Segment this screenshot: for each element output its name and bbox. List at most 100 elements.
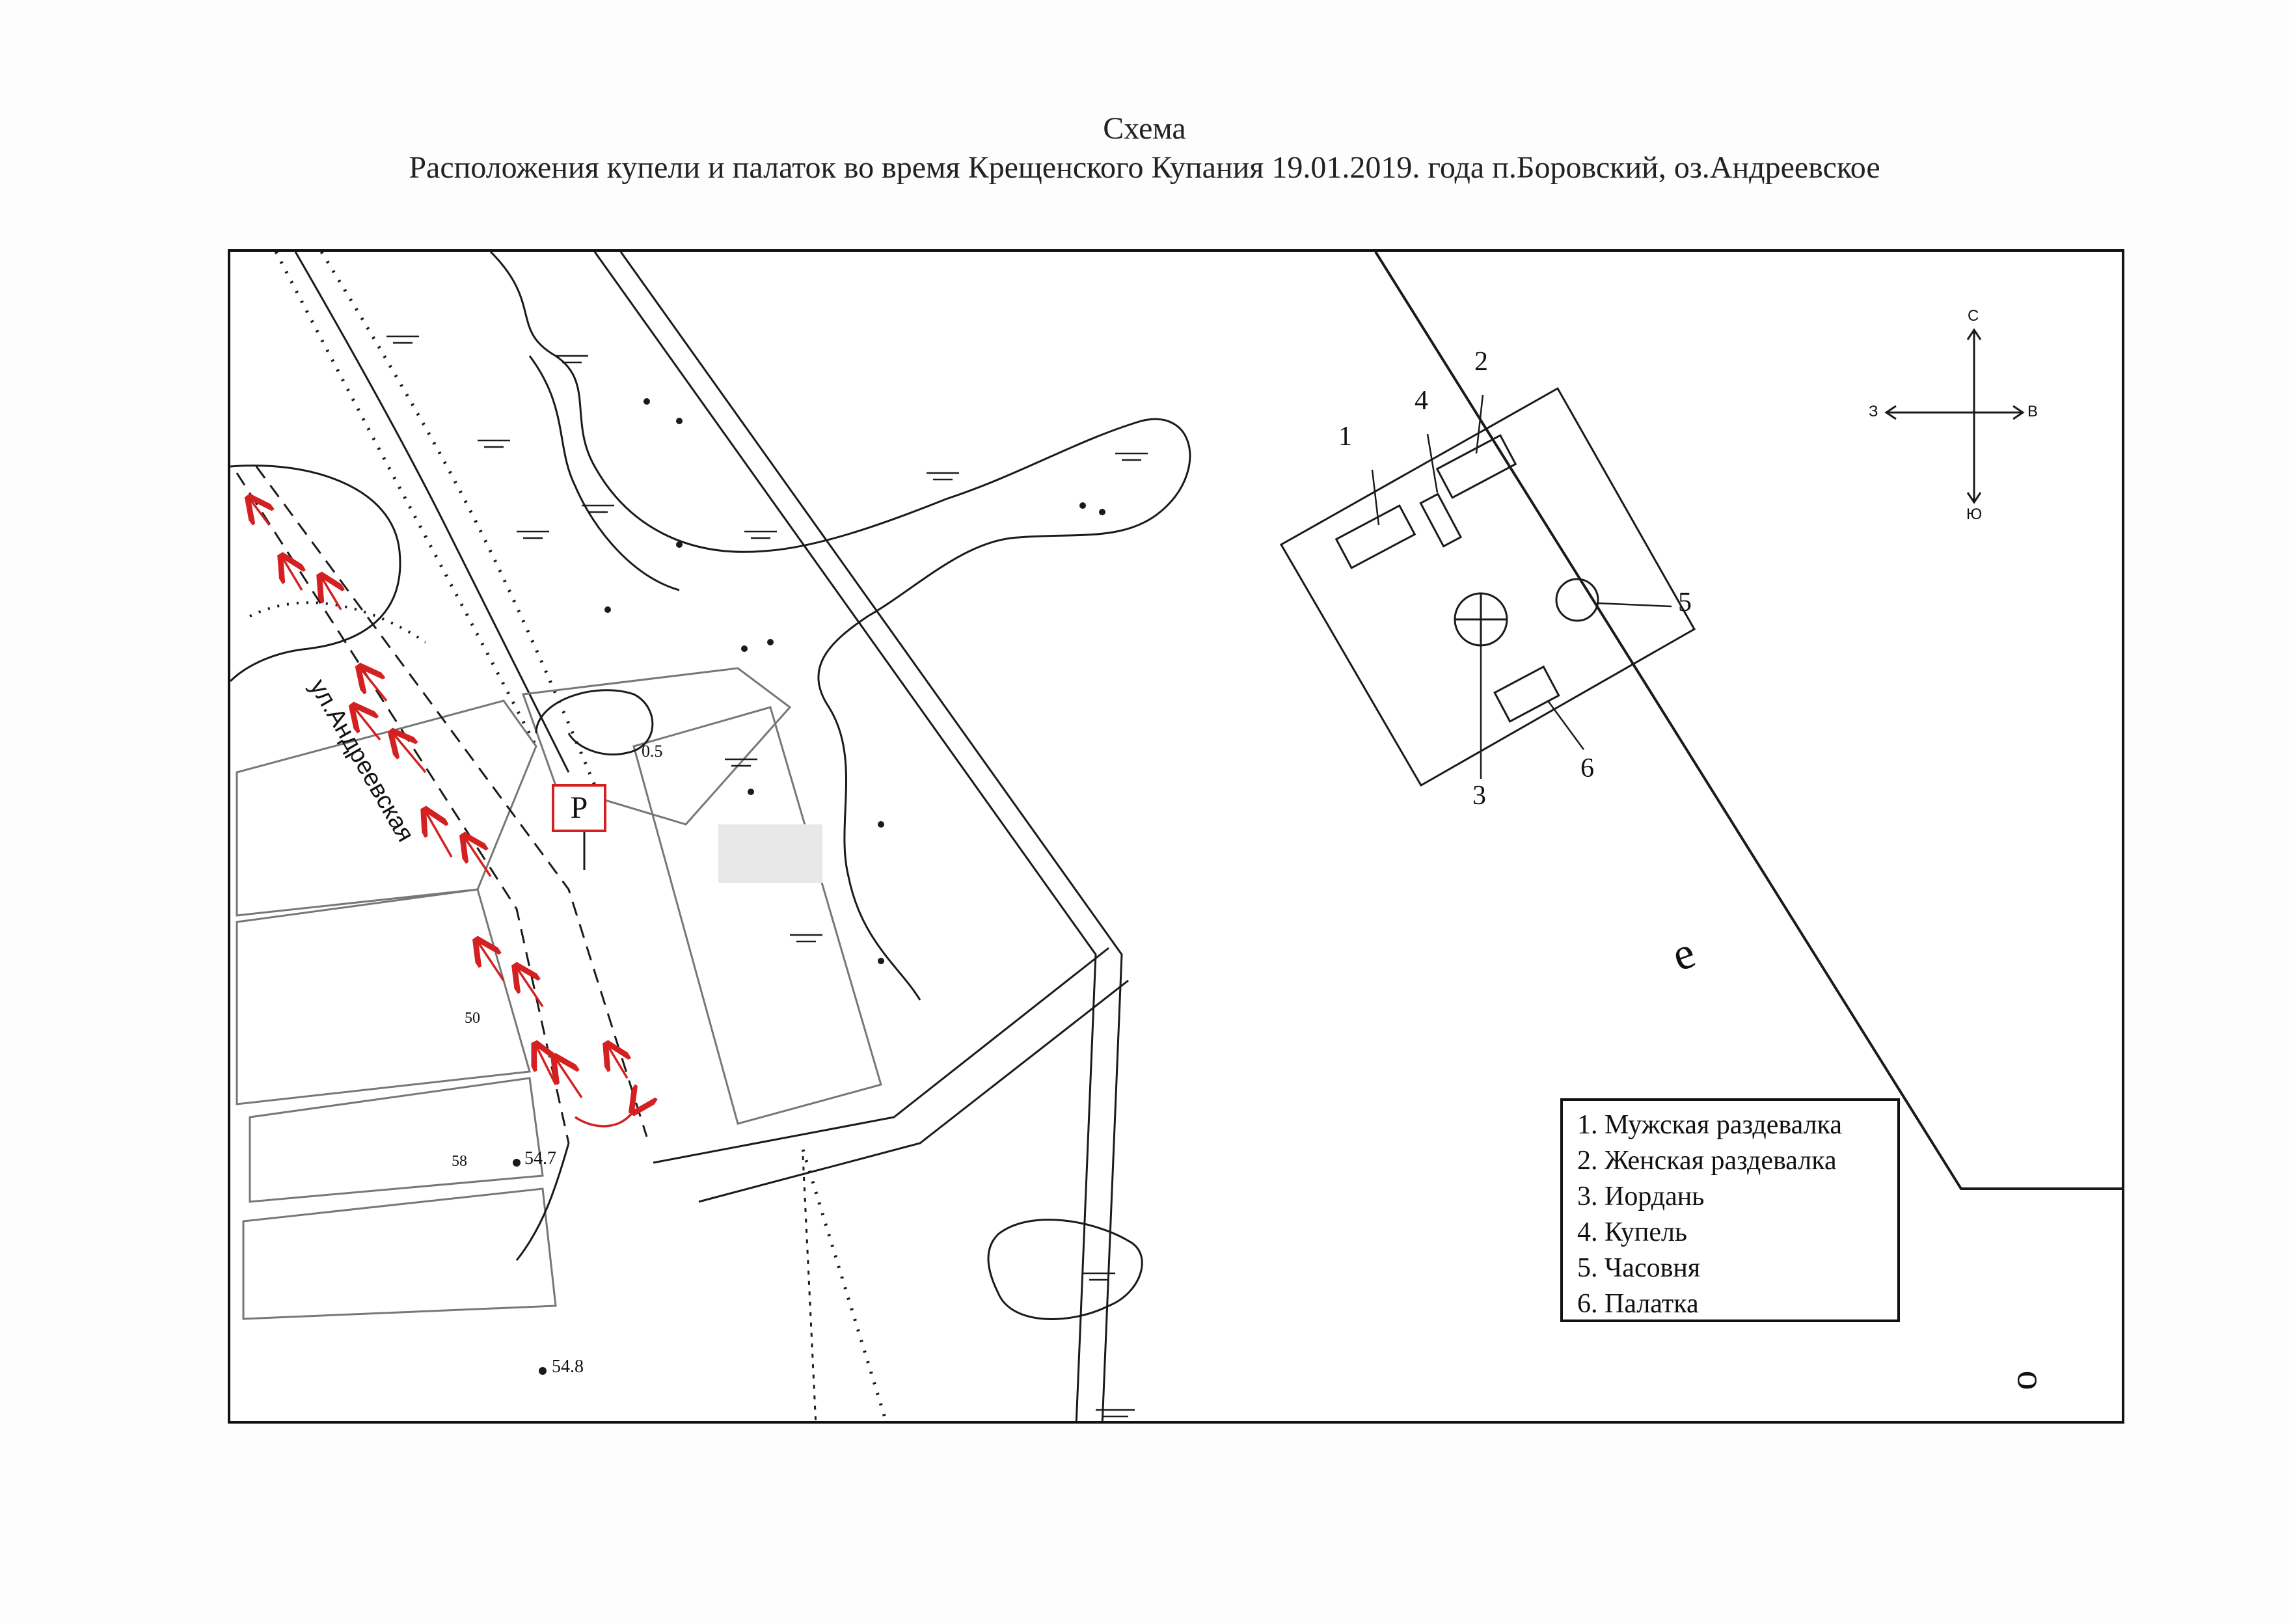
plot-middle bbox=[236, 888, 531, 1105]
vegetation-dot bbox=[604, 606, 611, 613]
swamp-symbol bbox=[556, 355, 588, 364]
height-mark-dot bbox=[539, 1367, 547, 1375]
site-number-5: 5 bbox=[1678, 588, 1692, 617]
plot-upper bbox=[236, 699, 537, 917]
parking-sign: Р bbox=[552, 784, 606, 832]
vegetation-dot bbox=[676, 541, 683, 548]
route-arrow bbox=[478, 941, 505, 981]
lower-road-top bbox=[653, 947, 1109, 1164]
height-mark: 54.7 bbox=[524, 1148, 556, 1169]
site-number-6: 6 bbox=[1580, 753, 1594, 783]
page-title: Схема bbox=[1103, 111, 1186, 146]
swamp-symbols bbox=[386, 335, 1148, 1418]
height-mark: 58 bbox=[452, 1153, 467, 1170]
swamp-symbol bbox=[517, 530, 549, 539]
height-mark-dots bbox=[513, 1159, 547, 1375]
street-edge-left bbox=[236, 472, 570, 1144]
tent bbox=[1493, 665, 1560, 723]
site-number-4: 4 bbox=[1415, 386, 1428, 416]
leader-line bbox=[1596, 602, 1672, 608]
height-mark: 50 bbox=[465, 1010, 480, 1027]
small-pond bbox=[987, 1219, 1143, 1320]
legend-item: 3. Иордань bbox=[1577, 1182, 1705, 1211]
vegetation-dot bbox=[1099, 509, 1105, 515]
swamp-symbol bbox=[1083, 1272, 1115, 1281]
font-kupel bbox=[1419, 493, 1463, 548]
swamp-symbol bbox=[386, 335, 419, 344]
page-subtitle: Расположения купели и палаток во время К… bbox=[409, 150, 1880, 185]
street-edge-right bbox=[255, 466, 648, 1137]
compass-west-label: З bbox=[1869, 403, 1878, 420]
route-arrows bbox=[250, 499, 634, 1128]
lower-road-bank bbox=[802, 1156, 817, 1421]
swamp-symbol bbox=[790, 934, 822, 943]
central-road-right bbox=[619, 252, 1123, 1421]
compass-east-label: В bbox=[2027, 403, 2038, 420]
vegetation-dot bbox=[878, 958, 884, 964]
vegetation-dot bbox=[741, 645, 748, 652]
swamp-symbol bbox=[744, 530, 777, 539]
legend-item: 1. Мужская раздевалка bbox=[1577, 1110, 1843, 1140]
site-number-3: 3 bbox=[1472, 781, 1486, 811]
route-arrow bbox=[354, 707, 381, 741]
street-driveway bbox=[515, 1143, 570, 1261]
compass-rose bbox=[1884, 328, 2025, 504]
plot-bottom bbox=[242, 1187, 557, 1320]
river-bank-dotted-1 bbox=[274, 252, 538, 748]
vegetation-dot bbox=[767, 639, 774, 645]
vegetation-dot bbox=[1079, 502, 1086, 509]
vegetation-dot bbox=[878, 821, 884, 828]
route-arrow bbox=[360, 668, 388, 702]
route-arrow bbox=[556, 1059, 583, 1098]
route-arrow bbox=[250, 499, 269, 526]
stipple-patch bbox=[718, 824, 822, 883]
legend-item: 4. Купель bbox=[1577, 1217, 1688, 1247]
map-legend: 1. Мужская раздевалка 2. Женская раздева… bbox=[1560, 1098, 1900, 1322]
creek-outline bbox=[489, 252, 1191, 1001]
leader-line bbox=[1475, 394, 1484, 454]
route-arrow bbox=[465, 837, 492, 877]
route-arrow bbox=[393, 733, 427, 774]
height-mark: 54.8 bbox=[552, 1357, 584, 1377]
turnaround bbox=[535, 689, 654, 756]
creek-inner bbox=[528, 355, 680, 591]
plot-lower bbox=[249, 1077, 544, 1203]
route-arrow bbox=[517, 968, 544, 1007]
swamp-symbol bbox=[927, 472, 959, 481]
parking-lot bbox=[632, 706, 882, 1125]
railway-track bbox=[801, 1149, 888, 1421]
swamp-symbol bbox=[1096, 1409, 1135, 1418]
route-arrow bbox=[608, 1046, 627, 1079]
central-road-left bbox=[593, 252, 1097, 1421]
jordan-cross bbox=[1454, 592, 1508, 647]
lake-label: о bbox=[2009, 1370, 2053, 1390]
site-map: Р ул.Андреевская 54.7 54.8 0.5 50 58 е о… bbox=[228, 249, 2124, 1424]
map-drawing bbox=[230, 252, 2122, 1421]
vegetation-dot bbox=[748, 789, 754, 795]
leader-line bbox=[1547, 700, 1585, 750]
bay-dotted bbox=[249, 601, 427, 643]
route-arrow bbox=[536, 1046, 556, 1085]
route-arrow bbox=[282, 558, 302, 591]
swamp-symbol bbox=[1115, 452, 1148, 461]
route-arrow bbox=[321, 577, 341, 610]
leader-lines bbox=[1371, 394, 1672, 779]
compass-south-label: Ю bbox=[1966, 506, 1983, 523]
lower-road-bottom bbox=[698, 979, 1129, 1203]
legend-item: 2. Женская раздевалка bbox=[1577, 1146, 1837, 1176]
site-number-1: 1 bbox=[1338, 422, 1352, 452]
lake-shoreline bbox=[1374, 252, 2122, 1190]
leader-line bbox=[1371, 469, 1380, 526]
bay-curve bbox=[230, 465, 401, 683]
height-mark-dot bbox=[513, 1159, 521, 1167]
height-mark: 0.5 bbox=[642, 742, 663, 761]
chapel bbox=[1555, 578, 1599, 622]
swamp-symbol bbox=[582, 504, 614, 513]
swamp-symbol bbox=[725, 758, 757, 767]
leader-line bbox=[1426, 433, 1439, 493]
legend-item: 6. Палатка bbox=[1577, 1289, 1699, 1319]
river-line bbox=[294, 252, 570, 773]
route-arrow bbox=[426, 811, 453, 858]
swamp-symbol bbox=[478, 439, 510, 448]
site-area bbox=[1279, 386, 1696, 787]
